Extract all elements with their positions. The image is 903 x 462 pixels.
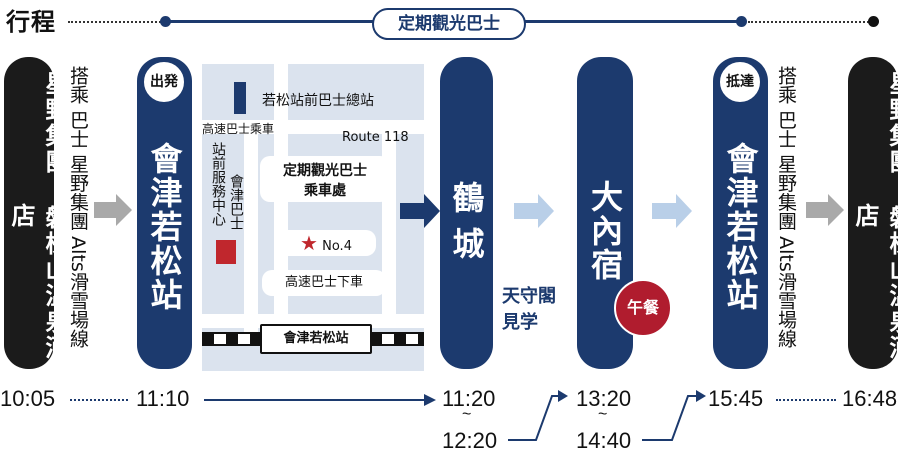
arrive-badge: 抵達 <box>717 59 763 105</box>
time-arrow-icon <box>642 390 706 441</box>
map-label-aizu-bus: 會津巴士 <box>228 174 244 230</box>
arrow-gray-icon <box>806 194 844 226</box>
stop-label: 會津若松站 <box>721 142 760 312</box>
sightseeing-note: 天守閣見学 <box>502 286 556 333</box>
timeline-dot <box>160 16 171 27</box>
map-box-station: 會津若松站 <box>260 324 372 354</box>
express-alight-label: 高速巴士下車 <box>284 275 363 290</box>
time-ouchijuku-sep: ~ <box>598 406 608 423</box>
stop-label: 鶴城 <box>447 181 486 273</box>
stop-hotel-end: 星野集團 磐梯山溫泉酒店 <box>848 57 903 369</box>
stop-ouchijuku: 大內宿 <box>577 57 633 369</box>
lunch-badge: 午餐 <box>614 279 672 337</box>
time-ouchijuku-depart: 14:40 <box>576 428 632 453</box>
depart-badge: 出発 <box>141 59 187 105</box>
building-marker <box>216 240 236 264</box>
time-ouchijuku-arrive: 13:20 <box>576 386 632 411</box>
page-title: 行程 <box>6 8 56 36</box>
map-label-route: Route 118 <box>342 130 409 145</box>
timeline-dashes-left <box>68 21 164 23</box>
time-station-arrive: 15:45 <box>708 386 764 411</box>
arrow-gray-icon <box>94 194 132 226</box>
arrow-navy-icon <box>400 194 440 228</box>
time-tsuruga-arrive: 11:20 <box>442 386 496 411</box>
stop-label: 星野集團 磐梯山溫泉酒店 <box>851 71 903 361</box>
map-label-terminal: 若松站前巴士總站 <box>262 93 374 109</box>
stop-label: 星野集團 磐梯山溫泉酒店 <box>7 71 69 361</box>
timeline-dot <box>736 16 747 27</box>
map-road <box>244 134 258 334</box>
time-dashes <box>776 399 836 401</box>
time-dashes <box>70 399 128 401</box>
map-box-stop-number: ★ No.4 <box>276 230 376 256</box>
time-depart-hotel: 10:05 <box>0 386 56 411</box>
time-tsuruga-depart: 12:20 <box>442 428 498 453</box>
star-icon: ★ <box>300 231 318 255</box>
stop-label: 大內宿 <box>586 180 624 282</box>
tour-stop-line2: 乘車處 <box>304 183 346 199</box>
map-label-express-board: 高速巴士乘車 <box>202 122 275 136</box>
map-box-tour-stop: 定期觀光巴士 乘車處 <box>260 156 390 202</box>
time-arrow-icon <box>204 394 436 406</box>
stop-aizu-depart: 會津若松站 <box>137 57 192 369</box>
station-label: 會津若松站 <box>283 331 349 346</box>
arrow-light-icon <box>652 194 692 228</box>
time-depart-station: 11:10 <box>136 386 190 411</box>
timeline-dashes-right <box>748 21 872 23</box>
map-label-service-center: 站前服務中心 <box>210 142 226 226</box>
map-road <box>202 120 424 134</box>
bus-label: 定期觀光巴士 <box>372 8 526 40</box>
stop-label: 會津若松站 <box>145 142 184 312</box>
stop-tsuruga: 鶴城 <box>440 57 493 369</box>
stop-hotel-start: 星野集團 磐梯山溫泉酒店 <box>4 57 69 369</box>
time-arrow-icon <box>508 390 568 441</box>
terminal-marker <box>234 82 246 114</box>
arrow-light-icon <box>514 194 554 228</box>
station-map: 若松站前巴士總站 高速巴士乘車 Route 118 站前服務中心 會津巴士 定期… <box>202 64 424 371</box>
stop-aizu-arrive: 會津若松站 <box>713 57 768 369</box>
stop-number: No.4 <box>322 239 352 254</box>
timeline-end-dot <box>868 16 879 27</box>
time-hotel-arrive: 16:48 <box>842 386 898 411</box>
time-tsuruga-sep: ~ <box>462 406 472 423</box>
map-box-express-alight: 高速巴士下車 <box>262 270 386 296</box>
tour-stop-line1: 定期觀光巴士 <box>283 163 367 179</box>
board-description: 搭乘 巴士 星野集團 Alts滑雪場線 <box>775 66 797 348</box>
board-description: 搭乘 巴士 星野集團 Alts滑雪場線 <box>67 66 89 348</box>
